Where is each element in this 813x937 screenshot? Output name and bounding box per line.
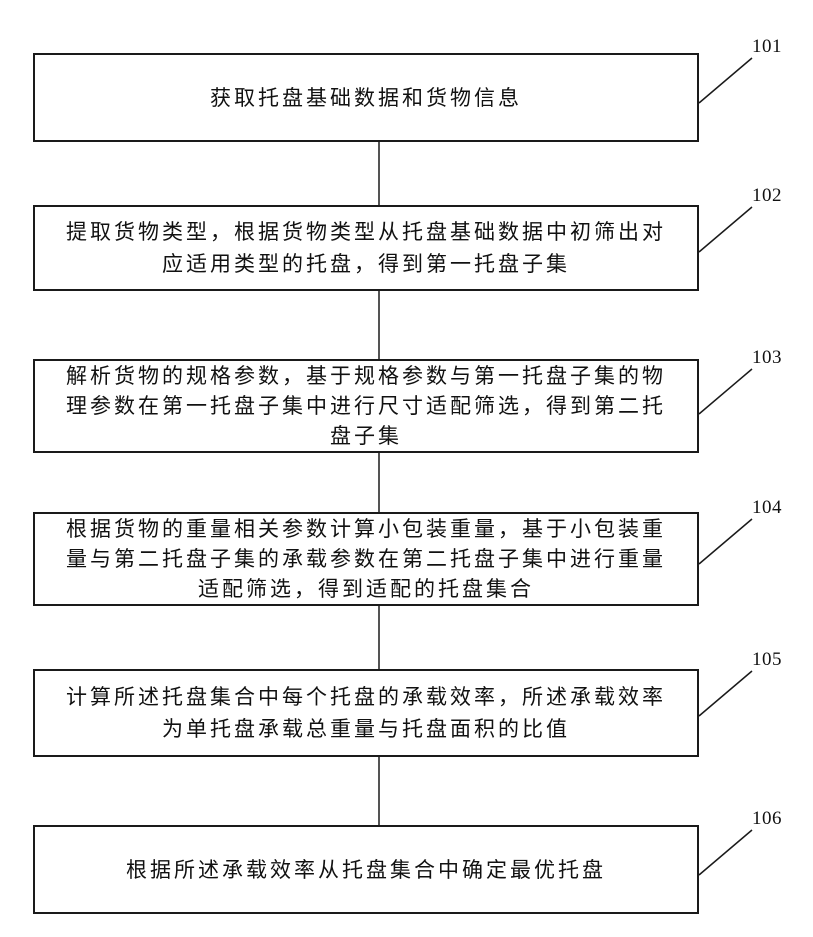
step-text-106: 根据所述承载效率从托盘集合中确定最优托盘 [126,854,606,886]
step-text-105: 计算所述托盘集合中每个托盘的承载效率，所述承载效率 为单托盘承载总重量与托盘面积… [66,681,666,745]
leader-103 [699,369,752,414]
step-box-106: 根据所述承载效率从托盘集合中确定最优托盘 [33,825,699,914]
leader-102 [699,207,752,252]
step-text-101: 获取托盘基础数据和货物信息 [210,82,522,114]
ref-label-103: 103 [752,347,782,369]
leader-105 [699,671,752,716]
ref-label-101: 101 [752,36,782,58]
ref-label-102: 102 [752,185,782,207]
ref-label-104: 104 [752,497,782,519]
ref-label-106: 106 [752,808,782,830]
leader-104 [699,519,752,564]
step-box-105: 计算所述托盘集合中每个托盘的承载效率，所述承载效率 为单托盘承载总重量与托盘面积… [33,669,699,757]
step-box-103: 解析货物的规格参数，基于规格参数与第一托盘子集的物 理参数在第一托盘子集中进行尺… [33,359,699,453]
leader-101 [699,58,752,103]
step-text-103: 解析货物的规格参数，基于规格参数与第一托盘子集的物 理参数在第一托盘子集中进行尺… [66,361,666,451]
ref-label-105: 105 [752,649,782,671]
leader-106 [699,830,752,875]
step-text-104: 根据货物的重量相关参数计算小包装重量，基于小包装重 量与第二托盘子集的承载参数在… [66,514,666,604]
step-box-104: 根据货物的重量相关参数计算小包装重量，基于小包装重 量与第二托盘子集的承载参数在… [33,512,699,606]
step-text-102: 提取货物类型，根据货物类型从托盘基础数据中初筛出对 应适用类型的托盘，得到第一托… [66,216,666,280]
step-box-101: 获取托盘基础数据和货物信息 [33,53,699,142]
step-box-102: 提取货物类型，根据货物类型从托盘基础数据中初筛出对 应适用类型的托盘，得到第一托… [33,205,699,291]
